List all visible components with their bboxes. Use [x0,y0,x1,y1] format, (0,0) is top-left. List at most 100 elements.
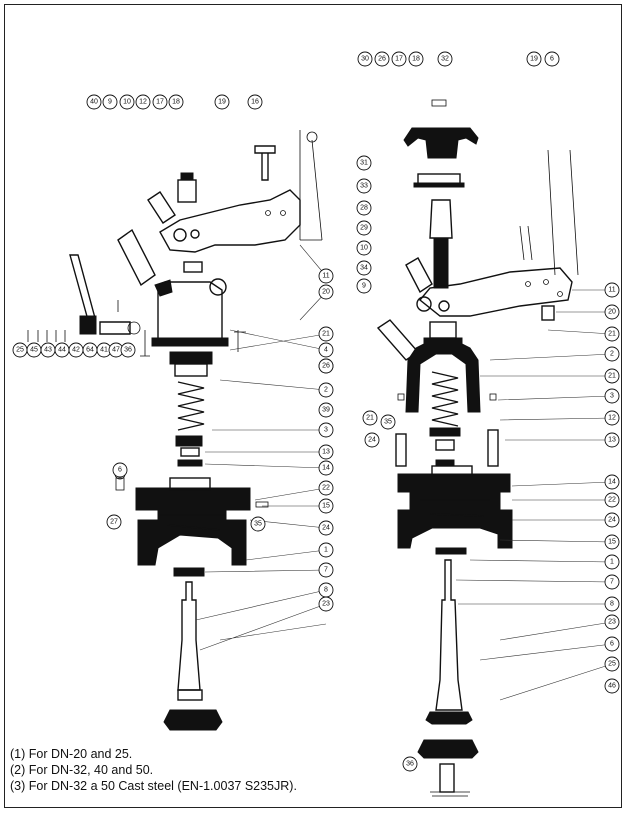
callout-number: 35 [254,521,262,528]
left-callout-13: 13 [318,444,334,460]
callout-number: 23 [322,601,330,608]
right-callout-18: 18 [408,51,424,67]
callout-number: 17 [156,99,164,106]
right-callout-26: 26 [374,51,390,67]
right-callout-21: 21 [362,410,378,426]
callout-number: 24 [608,517,616,524]
right-callout-32: 32 [437,51,453,67]
right-callout-29: 29 [356,220,372,236]
callout-number: 15 [322,503,330,510]
right-callout-24: 24 [364,432,380,448]
right-callout-25: 25 [604,656,620,672]
right-callout-1: 1 [604,554,620,570]
left-callout-24: 24 [318,520,334,536]
right-callout-9: 9 [356,278,372,294]
left-valve-body [135,487,251,566]
callout-number: 6 [118,467,122,474]
right-callout-7: 7 [604,574,620,590]
left-callout-40: 40 [86,94,102,110]
callout-number: 3 [610,393,614,400]
right-callout-15: 15 [604,534,620,550]
callout-number: 1 [610,559,614,566]
callout-number: 24 [322,525,330,532]
right-callout-34: 34 [356,260,372,276]
right-top-yoke [403,127,479,159]
callout-number: 10 [123,99,131,106]
callout-number: 12 [139,99,147,106]
left-callout-8: 8 [318,582,334,598]
left-callout-2: 2 [318,382,334,398]
left-callout-20: 20 [318,284,334,300]
callout-number: 28 [360,205,368,212]
right-spring [431,371,459,427]
footnote: (3) For DN-32 a 50 Cast steel (EN-1.0037… [10,779,297,793]
left-callouts: 4091012171819161120214526239313142215241… [12,94,334,612]
left-callout-14: 14 [318,460,334,476]
callout-number: 17 [395,56,403,63]
callout-number: 15 [608,539,616,546]
left-callout-21: 21 [318,326,334,342]
left-callout-64: 64 [82,342,98,358]
callout-number: 13 [322,449,330,456]
callout-number: 20 [608,309,616,316]
right-callout-36: 36 [402,756,418,772]
callout-number: 4 [324,347,328,354]
footnote: (1) For DN-20 and 25. [10,747,133,761]
callout-number: 14 [322,465,330,472]
callout-number: 12 [608,415,616,422]
callout-number: 3 [324,427,328,434]
callout-number: 2 [324,387,328,394]
right-callout-24: 24 [604,512,620,528]
right-lever-arm [419,267,573,317]
callout-number: 35 [384,419,392,426]
left-callout-11: 11 [318,268,334,284]
callout-number: 18 [412,56,420,63]
right-callout-2: 2 [604,346,620,362]
left-callout-22: 22 [318,480,334,496]
left-callout-17: 17 [152,94,168,110]
left-callout-25: 25 [12,342,28,358]
callout-number: 46 [608,683,616,690]
callout-number: 44 [58,347,66,354]
left-valve-assembly [27,130,323,731]
right-seat [417,739,479,759]
callout-number: 40 [90,99,98,106]
left-callout-7: 7 [318,562,334,578]
left-callout-9: 9 [102,94,118,110]
right-callout-3: 3 [604,388,620,404]
callout-number: 6 [610,641,614,648]
right-callout-6: 6 [604,636,620,652]
callout-number: 21 [608,331,616,338]
left-lever-arm [159,189,301,253]
right-callout-21: 21 [604,368,620,384]
left-callout-15: 15 [318,498,334,514]
right-upper-stem [433,237,449,289]
left-callout-10: 10 [119,94,135,110]
left-callout-35: 35 [250,516,266,532]
right-callout-20: 20 [604,304,620,320]
callout-number: 9 [362,283,366,290]
footnotes: (1) For DN-20 and 25. (2) For DN-32, 40 … [10,746,610,794]
callout-number: 26 [378,56,386,63]
right-callout-17: 17 [391,51,407,67]
callout-number: 11 [608,287,615,294]
callout-number: 26 [322,363,330,370]
callout-number: 34 [360,265,368,272]
right-callout-23: 23 [604,614,620,630]
callout-number: 47 [112,347,120,354]
right-callout-31: 31 [356,155,372,171]
right-valve-assembly [376,99,579,797]
callout-number: 45 [30,347,38,354]
left-pin [117,228,156,287]
callout-number: 7 [610,579,614,586]
left-callout-19: 19 [214,94,230,110]
callout-number: 19 [218,99,226,106]
callout-number: 33 [360,183,368,190]
callout-number: 36 [124,347,132,354]
callout-number: 18 [172,99,180,106]
callout-number: 11 [322,273,329,280]
drawing-frame [4,4,622,808]
right-callout-6: 6 [544,51,560,67]
right-callout-13: 13 [604,432,620,448]
callout-number: 2 [610,351,614,358]
